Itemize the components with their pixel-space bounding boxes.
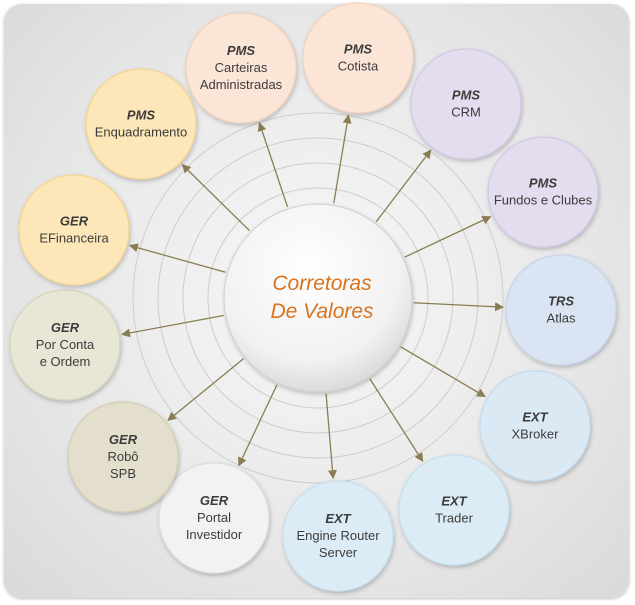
- center-hub: Corretoras De Valores: [223, 203, 413, 393]
- node-4: TRS Atlas: [505, 254, 617, 366]
- node-circle: [282, 480, 394, 592]
- node-title: EXT: [441, 494, 467, 509]
- node-5: EXT XBroker: [479, 370, 591, 482]
- connector-arrow: [333, 114, 352, 204]
- node-title: PMS: [127, 108, 156, 123]
- node-1: PMS Cotista: [302, 2, 414, 114]
- node-label: SPB: [110, 466, 136, 481]
- connector-arrow: [167, 358, 245, 421]
- node-title: EXT: [325, 511, 351, 526]
- center-circle: [223, 203, 413, 393]
- node-title: GER: [109, 432, 138, 447]
- node-label: Portal: [197, 510, 231, 525]
- node-circle: [410, 48, 522, 160]
- node-label: Engine Router: [296, 528, 380, 543]
- node-label: Enquadramento: [95, 125, 188, 140]
- background-ring: [182, 162, 454, 434]
- node-title: PMS: [452, 88, 481, 103]
- node-circle: [398, 454, 510, 566]
- center-line-2: De Valores: [270, 300, 374, 323]
- node-label: Administradas: [200, 77, 283, 92]
- node-3: PMS Fundos e Clubes: [487, 136, 599, 248]
- node-label: Carteiras: [215, 60, 268, 75]
- node-2: PMS CRM: [410, 48, 522, 160]
- node-title: GER: [60, 214, 89, 229]
- node-circle: [505, 254, 617, 366]
- nodes-group: PMSCarteirasAdministradasPMSCotistaPMSCR…: [9, 2, 617, 592]
- background-ring: [207, 187, 429, 409]
- connector-arrow: [325, 393, 337, 480]
- node-label: Server: [319, 545, 358, 560]
- arrows-group: [121, 114, 505, 480]
- node-circle: [18, 174, 130, 286]
- connector-arrow: [257, 122, 289, 208]
- node-label: EFinanceira: [39, 231, 109, 246]
- connector-arrow: [128, 243, 226, 273]
- connector-arrow: [238, 384, 278, 467]
- node-circle: [487, 136, 599, 248]
- connector-arrow: [121, 314, 224, 338]
- node-label: e Ordem: [40, 354, 91, 369]
- connector-arrow: [400, 346, 486, 398]
- connector-arrow: [375, 149, 432, 223]
- node-title: PMS: [344, 42, 373, 57]
- node-title: PMS: [529, 176, 558, 191]
- node-label: Por Conta: [36, 337, 95, 352]
- node-11: GER EFinanceira: [18, 174, 130, 286]
- node-label: Robô: [107, 449, 138, 464]
- node-circle: [9, 289, 121, 401]
- node-label: Fundos e Clubes: [494, 193, 593, 208]
- node-circle: [302, 2, 414, 114]
- connector-arrow: [413, 302, 505, 312]
- node-6: EXT Trader: [398, 454, 510, 566]
- node-circle: [158, 462, 270, 574]
- node-title: TRS: [548, 294, 574, 309]
- node-title: GER: [200, 493, 229, 508]
- background-rings: [132, 112, 504, 484]
- connector-arrow: [369, 378, 424, 463]
- center-line-1: Corretoras: [272, 272, 372, 295]
- node-label: Investidor: [186, 527, 243, 542]
- node-label: Atlas: [547, 311, 576, 326]
- node-label: Cotista: [338, 59, 379, 74]
- node-circle: [185, 12, 297, 124]
- background-ring: [132, 112, 504, 484]
- node-circle: [67, 401, 179, 513]
- node-title: PMS: [227, 43, 256, 58]
- node-circle: [479, 370, 591, 482]
- node-title: GER: [51, 320, 80, 335]
- node-label: CRM: [451, 105, 481, 120]
- node-title: EXT: [522, 410, 548, 425]
- connector-arrow: [181, 163, 250, 232]
- background-ring: [157, 137, 479, 459]
- node-label: XBroker: [512, 427, 560, 442]
- node-label: Trader: [435, 511, 473, 526]
- node-12: PMS Enquadramento: [85, 68, 197, 180]
- node-10: GER Por Conta e Ordem: [9, 289, 121, 401]
- node-circle: [85, 68, 197, 180]
- connector-arrow: [404, 216, 492, 258]
